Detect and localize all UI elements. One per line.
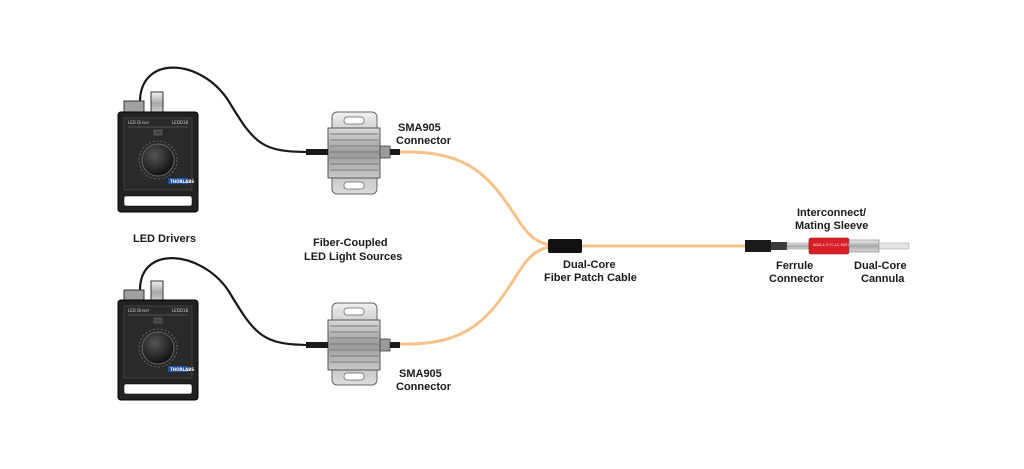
knob-top[interactable] [141, 143, 175, 177]
led-driver-top: LED Driver LEDD1B THORLABS [117, 91, 199, 213]
cable-top [138, 66, 311, 154]
label-patch-cable-2: Fiber Patch Cable [544, 272, 637, 284]
label-patch-cable-1: Dual-Core [563, 259, 616, 271]
label-cannula-2: Cannula [861, 273, 905, 285]
label-cannula-1: Dual-Core [854, 260, 907, 272]
led-driver-bottom: LED Driver LEDD1B THORLABS [117, 280, 199, 401]
driver-model-left: LED Driver [128, 120, 150, 125]
cable-bottom [138, 257, 311, 347]
fiber-coupled-led-bottom [306, 302, 400, 386]
label-interconnect-2: Mating Sleeve [795, 220, 868, 232]
label-sma-bottom-1: SMA905 [399, 368, 442, 380]
knob-bottom[interactable] [141, 331, 175, 365]
label-sma-top-2: Connector [396, 135, 452, 147]
patch-cable-splitter [548, 239, 582, 253]
label-ferrule-2: Connector [769, 273, 825, 285]
fiber-bottom [399, 244, 557, 346]
label-interconnect-1: Interconnect/ [797, 207, 866, 219]
driver-brand-bottom: THORLABS [170, 367, 194, 372]
fiber-top [399, 150, 557, 248]
driver-model-right: LEDD1B [172, 120, 188, 125]
driver-model-left-bottom: LED Driver [128, 308, 150, 313]
ferrule-connector [745, 240, 810, 252]
dual-core-cannula [848, 239, 910, 253]
driver-model-right-bottom: LEDD1B [172, 308, 188, 313]
label-fiber-coupled-1: Fiber-Coupled [313, 237, 388, 249]
fiber-coupled-led-top [306, 111, 400, 195]
label-sma-top-1: SMA905 [398, 122, 441, 134]
sleeve-marking: ADAL4-5 FC-LC-MATE [813, 243, 850, 247]
label-sma-bottom-2: Connector [396, 381, 452, 393]
label-fiber-coupled-2: LED Light Sources [304, 251, 402, 263]
driver-brand-top: THORLABS [170, 179, 194, 184]
mating-sleeve: ADAL4-5 FC-LC-MATE [808, 237, 850, 255]
label-led-drivers: LED Drivers [133, 233, 196, 245]
label-ferrule-1: Ferrule [776, 260, 813, 272]
